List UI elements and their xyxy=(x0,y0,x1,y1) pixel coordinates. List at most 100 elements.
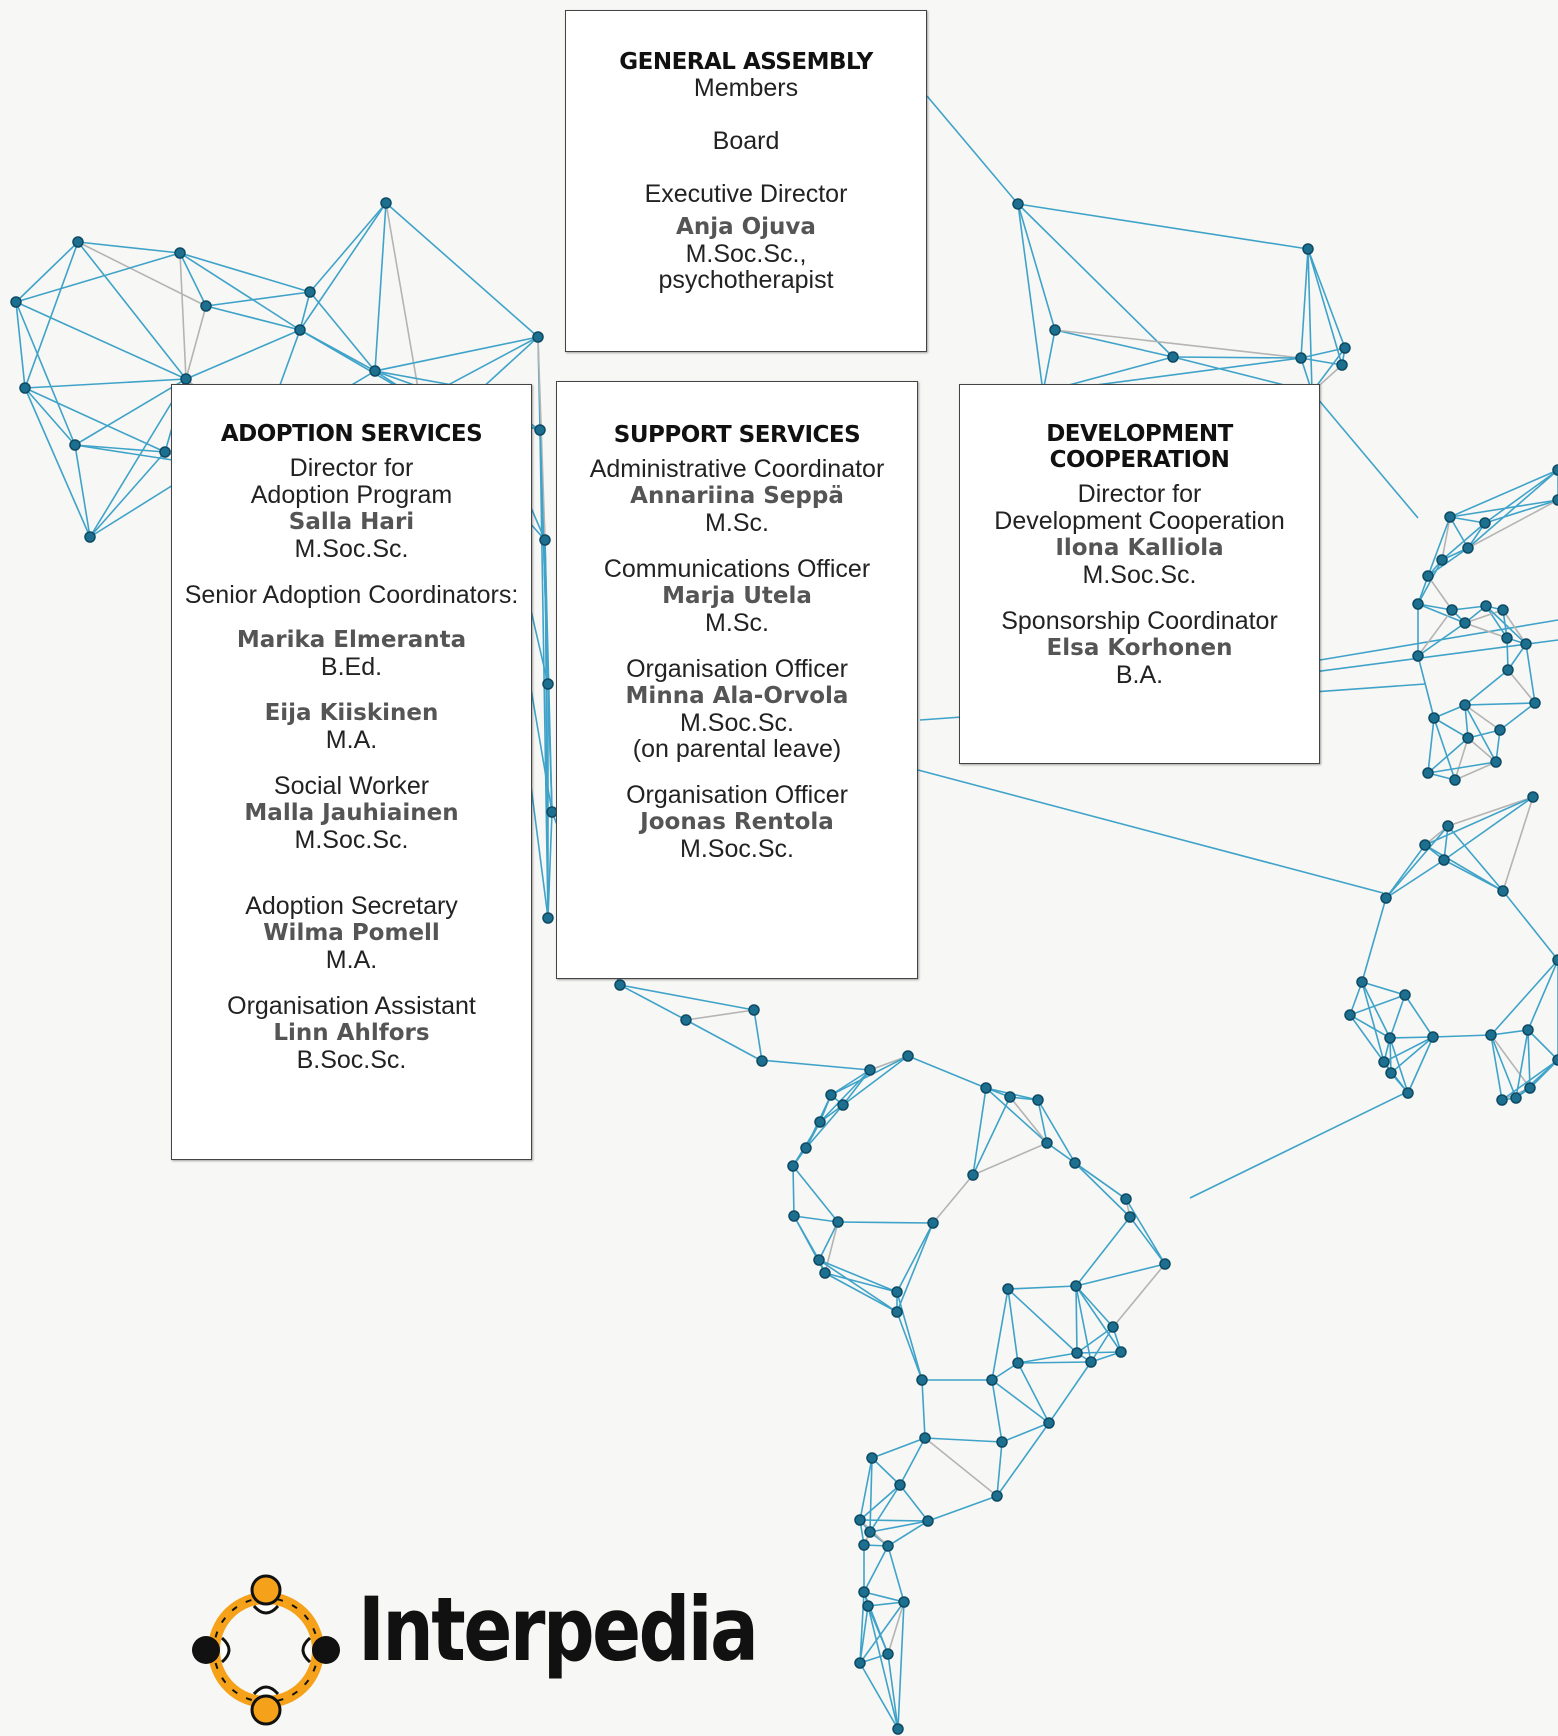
network-link xyxy=(1441,516,1451,561)
network-node xyxy=(1552,464,1558,476)
network-node xyxy=(542,678,554,690)
network-link xyxy=(1484,469,1558,524)
network-node xyxy=(1384,1032,1396,1044)
network-node xyxy=(369,365,381,377)
network-link xyxy=(924,1437,998,1497)
network-node xyxy=(882,1648,894,1660)
network-node xyxy=(813,1254,825,1266)
network-link xyxy=(309,291,376,372)
network-link xyxy=(309,202,387,293)
network-node xyxy=(927,1217,939,1229)
organisation-assistant-entry: Organisation Assistant Linn Ahlfors B.So… xyxy=(172,993,531,1074)
network-link xyxy=(1449,516,1469,549)
network-link xyxy=(1407,1036,1434,1094)
network-node xyxy=(825,1089,837,1101)
network-link xyxy=(1042,329,1056,393)
network-link xyxy=(1037,1099,1048,1144)
network-link xyxy=(985,1087,1048,1144)
network-node xyxy=(1069,1157,1081,1169)
network-link xyxy=(897,1601,905,1730)
network-link xyxy=(1464,704,1501,731)
network-node xyxy=(891,1306,903,1318)
network-link xyxy=(1427,575,1453,611)
network-link xyxy=(385,202,421,401)
network-link xyxy=(1432,1034,1492,1038)
network-node xyxy=(1459,617,1471,629)
network-link xyxy=(1417,559,1443,605)
network-link xyxy=(1361,981,1385,1063)
network-link xyxy=(991,1379,1050,1424)
person-degree: M.Soc.Sc. xyxy=(1082,561,1197,589)
network-node xyxy=(866,1452,878,1464)
network-node xyxy=(837,1099,849,1111)
network-node xyxy=(1480,600,1492,612)
network-link xyxy=(859,1662,899,1730)
logo-wordmark: Interpedia xyxy=(358,1578,759,1681)
network-node xyxy=(1107,1321,1119,1333)
network-link xyxy=(824,1272,898,1313)
role-label: Adoption Secretary xyxy=(245,892,458,920)
network-node xyxy=(1490,756,1502,768)
general-assembly-box: GENERAL ASSEMBLY Members Board Executive… xyxy=(565,10,927,352)
person-degree: M.A. xyxy=(325,726,378,754)
network-node xyxy=(819,1267,831,1279)
network-node xyxy=(1004,1091,1016,1103)
network-link xyxy=(1501,1059,1558,1101)
network-link xyxy=(1017,1352,1078,1364)
network-node xyxy=(1012,198,1024,210)
network-link xyxy=(299,291,311,331)
network-node xyxy=(539,534,551,546)
europe-network xyxy=(1412,464,1558,786)
network-link xyxy=(1361,981,1406,996)
network-link xyxy=(1467,737,1497,763)
africa-network xyxy=(1344,791,1558,1106)
network-link xyxy=(824,1272,898,1293)
network-node xyxy=(1115,1346,1127,1358)
person-degree: M.A. xyxy=(325,946,378,974)
network-node xyxy=(922,1515,934,1527)
board-label: Board xyxy=(712,127,780,155)
network-link xyxy=(15,301,26,389)
network-link xyxy=(899,1484,929,1522)
network-link xyxy=(1525,643,1536,704)
network-link xyxy=(991,1379,1003,1443)
network-link xyxy=(1112,1263,1166,1328)
network-link xyxy=(1404,994,1434,1038)
network-node xyxy=(1399,989,1411,1001)
network-node xyxy=(980,1082,992,1094)
network-link xyxy=(871,1437,926,1459)
network-link xyxy=(1054,329,1302,359)
network-link xyxy=(1075,1285,1122,1353)
network-link xyxy=(74,444,91,538)
network-link xyxy=(1074,1162,1131,1218)
network-node xyxy=(1446,604,1458,616)
network-link xyxy=(1349,994,1406,1016)
network-link xyxy=(619,984,687,1021)
network-node xyxy=(69,439,81,451)
network-node xyxy=(1552,494,1558,506)
network-link xyxy=(1417,622,1466,657)
network-node xyxy=(862,1600,874,1612)
network-link xyxy=(74,378,187,446)
adoption-director-entry: Director for Adoption Program Salla Hari… xyxy=(172,455,531,563)
network-link xyxy=(1172,356,1302,359)
network-link xyxy=(24,378,187,389)
network-node xyxy=(1524,1082,1536,1094)
network-link xyxy=(887,1601,905,1655)
senior-coordinators-heading: Senior Adoption Coordinators: xyxy=(184,581,519,609)
network-node xyxy=(1422,570,1434,582)
adoption-secretary-entry: Adoption Secretary Wilma Pomell M.A. xyxy=(172,892,531,974)
network-link xyxy=(871,1457,901,1486)
network-link xyxy=(1017,203,1056,331)
network-node xyxy=(72,236,84,248)
network-node xyxy=(1442,820,1454,832)
network-link xyxy=(619,984,755,1011)
network-link xyxy=(685,1009,755,1021)
development-director-entry: Director for Development Cooperation Ilo… xyxy=(960,481,1319,589)
network-node xyxy=(1043,1417,1055,1429)
network-node xyxy=(1502,664,1514,676)
network-link xyxy=(869,1484,901,1533)
network-node xyxy=(1412,598,1424,610)
network-link xyxy=(77,241,181,254)
network-link xyxy=(1300,357,1343,366)
